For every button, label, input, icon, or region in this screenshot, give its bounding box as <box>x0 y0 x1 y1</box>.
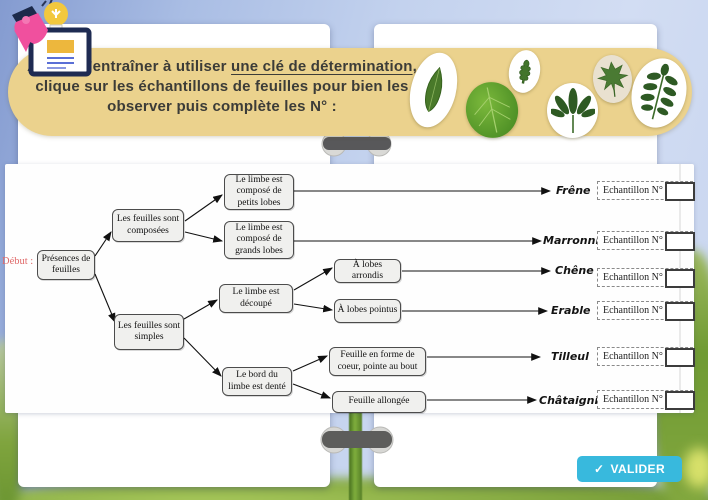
echantillon-label: Echantillon N° <box>603 305 663 316</box>
instruction-banner: Afin de t'entraîner à utiliser une clé d… <box>8 47 694 143</box>
check-icon: ✓ <box>593 462 605 476</box>
echantillon-input-tilleul[interactable] <box>665 348 695 367</box>
node-feuille-coeur: Feuille en forme de coeur, pointe au bou… <box>329 347 426 376</box>
flowchart-arrows <box>94 164 681 413</box>
node-feuilles-simples: Les feuilles sont simples <box>114 314 184 350</box>
leaf-sample-6[interactable] <box>624 52 694 134</box>
palmate-compound-leaf <box>550 87 595 133</box>
echantillon-input-chene[interactable] <box>665 269 695 288</box>
tree-name-chataignier: Châtaignier <box>539 394 612 407</box>
node-limbe-decoupe: Le limbe est découpé <box>219 284 293 313</box>
leaf-sample-3[interactable] <box>505 47 544 96</box>
echantillon-field-marronnier: Echantillon N° <box>597 231 695 251</box>
elongated-serrated-leaf <box>424 66 442 112</box>
echantillon-input-chataignier[interactable] <box>665 391 695 410</box>
node-feuille-allongee: Feuille allongée <box>332 391 426 413</box>
tree-name-marronnier: Marronnier <box>543 234 613 247</box>
pinnate-compound-leaf <box>640 63 678 120</box>
broad-oval-leaf <box>474 87 511 133</box>
tree-name-erable: Erable <box>551 304 591 317</box>
node-grands-lobes: Le limbe est composé de grands lobes <box>224 221 294 259</box>
node-bord-dente: Le bord du limbe est denté <box>222 367 292 396</box>
node-petits-lobes: Le limbe est composé de petits lobes <box>224 174 294 210</box>
grass-highlight <box>684 448 708 488</box>
binder-ring-bottom <box>319 425 395 455</box>
valider-label: VALIDER <box>610 462 666 476</box>
echantillon-label: Echantillon N° <box>603 235 663 246</box>
determination-key-panel: Début : Présences de feuilles Les feuill… <box>2 164 695 413</box>
binder-ring-top <box>319 129 395 159</box>
echantillon-field-erable: Echantillon N° <box>597 301 695 321</box>
echantillon-field-chene: Echantillon N° <box>597 268 695 288</box>
echantillon-label: Echantillon N° <box>603 272 663 283</box>
leaf-sample-4[interactable] <box>547 83 598 138</box>
echantillon-label: Echantillon N° <box>603 185 663 196</box>
tree-name-frene: Frêne <box>556 184 591 197</box>
node-presence-feuilles: Présences de feuilles <box>37 250 95 280</box>
echantillon-label: Echantillon N° <box>603 351 663 362</box>
leaf-sample-2[interactable] <box>460 77 524 143</box>
small-lobed-leaf <box>518 59 531 84</box>
tree-name-chene: Chêne <box>555 264 594 277</box>
echantillon-field-tilleul: Echantillon N° <box>597 347 695 367</box>
instruction-underlined: une clé de détermination <box>231 58 413 75</box>
echantillon-field-frene: Echantillon N° <box>597 181 695 201</box>
node-feuilles-composees: Les feuilles sont composées <box>112 209 184 242</box>
echantillon-field-chataignier: Echantillon N° <box>597 390 695 410</box>
start-label: Début : <box>2 256 34 267</box>
echantillon-input-frene[interactable] <box>665 182 695 201</box>
tree-name-tilleul: Tilleul <box>551 350 589 363</box>
echantillon-input-marronnier[interactable] <box>665 232 695 251</box>
instruction-part-2: , clique sur les échantillons de feuille… <box>35 58 417 115</box>
valider-button[interactable]: ✓ VALIDER <box>577 456 682 482</box>
node-lobes-arrondis: À lobes arrondis <box>334 259 401 283</box>
maple-leaf <box>596 61 629 97</box>
echantillon-label: Echantillon N° <box>603 394 663 405</box>
node-lobes-pointus: À lobes pointus <box>334 299 401 323</box>
clipboard-lightbulb-icon <box>4 0 96 78</box>
leaf-sample-5[interactable] <box>590 53 635 105</box>
leaf-sample-1[interactable] <box>402 47 465 133</box>
echantillon-input-erable[interactable] <box>665 302 695 321</box>
